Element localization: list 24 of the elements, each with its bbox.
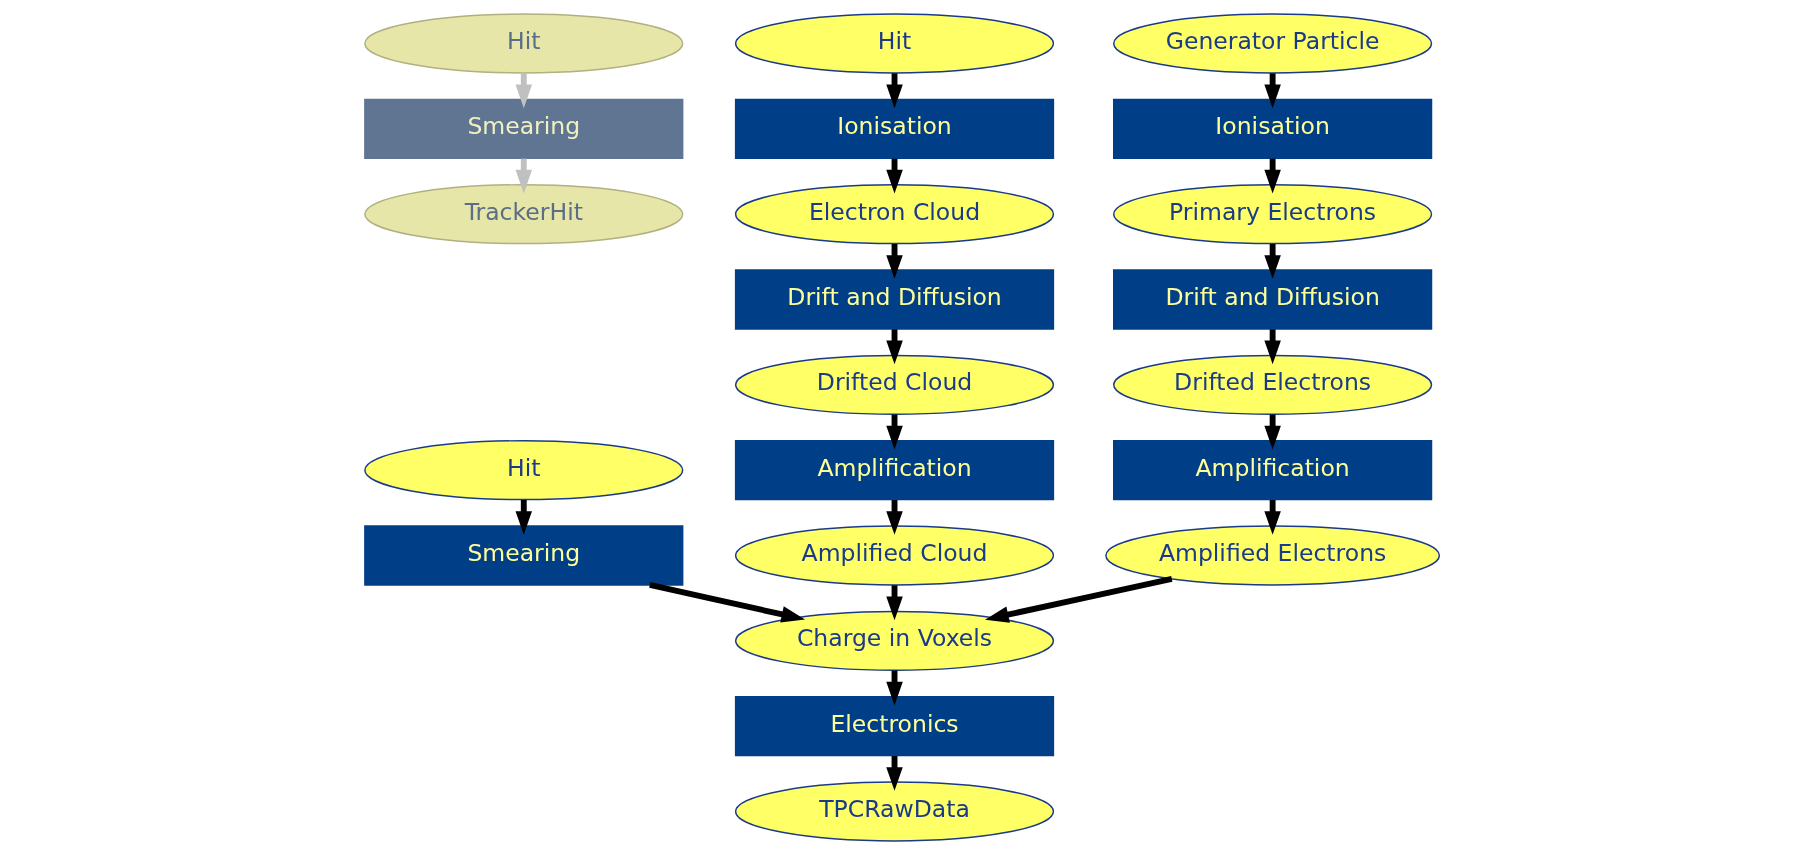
- node-ellipse: Charge in Voxels: [734, 610, 1054, 671]
- node-box: Amplification: [734, 440, 1054, 501]
- node-box: Ionisation: [1112, 98, 1432, 159]
- node-box: Smearing: [363, 525, 683, 586]
- node-ellipse: Drifted Electrons: [1112, 354, 1432, 415]
- node-ellipse: Hit: [363, 13, 683, 74]
- node-ellipse: Hit: [363, 440, 683, 501]
- node-ellipse: Primary Electrons: [1112, 184, 1432, 245]
- node-ellipse: Hit: [734, 13, 1054, 74]
- arrow: [648, 582, 805, 623]
- arrow: [984, 576, 1172, 623]
- node-ellipse: TrackerHit: [363, 184, 683, 245]
- node-box: Amplification: [1112, 440, 1432, 501]
- node-ellipse: Drifted Cloud: [734, 354, 1054, 415]
- node-ellipse: Electron Cloud: [734, 184, 1054, 245]
- node-ellipse: TPCRawData: [734, 781, 1054, 842]
- node-box: Drift and Diffusion: [1112, 269, 1432, 330]
- node-ellipse: Amplified Cloud: [734, 525, 1054, 586]
- node-box: Smearing: [363, 98, 683, 159]
- node-ellipse: Amplified Electrons: [1104, 525, 1440, 586]
- node-box: Electronics: [734, 696, 1054, 757]
- node-box: Drift and Diffusion: [734, 269, 1054, 330]
- node-ellipse: Generator Particle: [1112, 13, 1432, 74]
- node-box: Ionisation: [734, 98, 1054, 159]
